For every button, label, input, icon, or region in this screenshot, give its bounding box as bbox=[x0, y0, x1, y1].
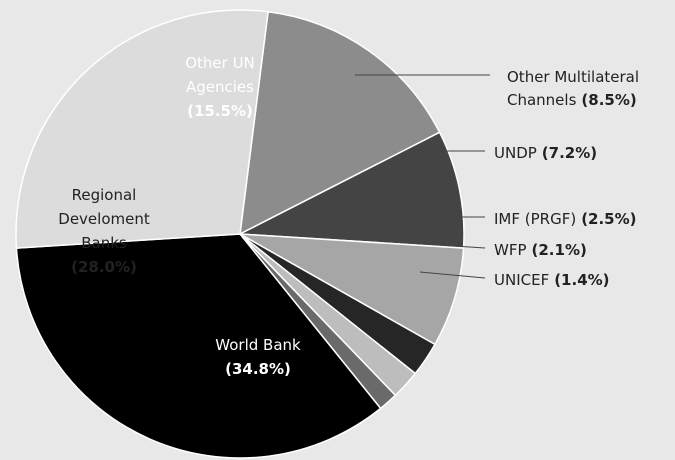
leader-line-wfp bbox=[407, 242, 486, 249]
leader-lines bbox=[355, 74, 490, 279]
pie-slice-other-un-agencies bbox=[239, 10, 441, 236]
pie-slice-world-bank bbox=[15, 233, 382, 459]
slice-label-unicef: UNICEF(1.4%) bbox=[494, 271, 610, 289]
leader-line-unicef bbox=[419, 271, 486, 279]
pie-slice-undp bbox=[239, 233, 465, 346]
slice-label-wfp: WFP(2.1%) bbox=[494, 241, 587, 259]
slice-label-undp: UNDP(7.2%) bbox=[494, 144, 597, 162]
slice-label-world-bank: World Bank(34.8%) bbox=[215, 336, 301, 378]
pie-slice-regional-develoment-banks bbox=[15, 9, 269, 249]
pie-slice-other-multilateral-channels bbox=[237, 131, 465, 249]
slice-label-imf-prgf: IMF (PRGF)(2.5%) bbox=[494, 210, 637, 228]
pie-slices bbox=[15, 9, 465, 459]
